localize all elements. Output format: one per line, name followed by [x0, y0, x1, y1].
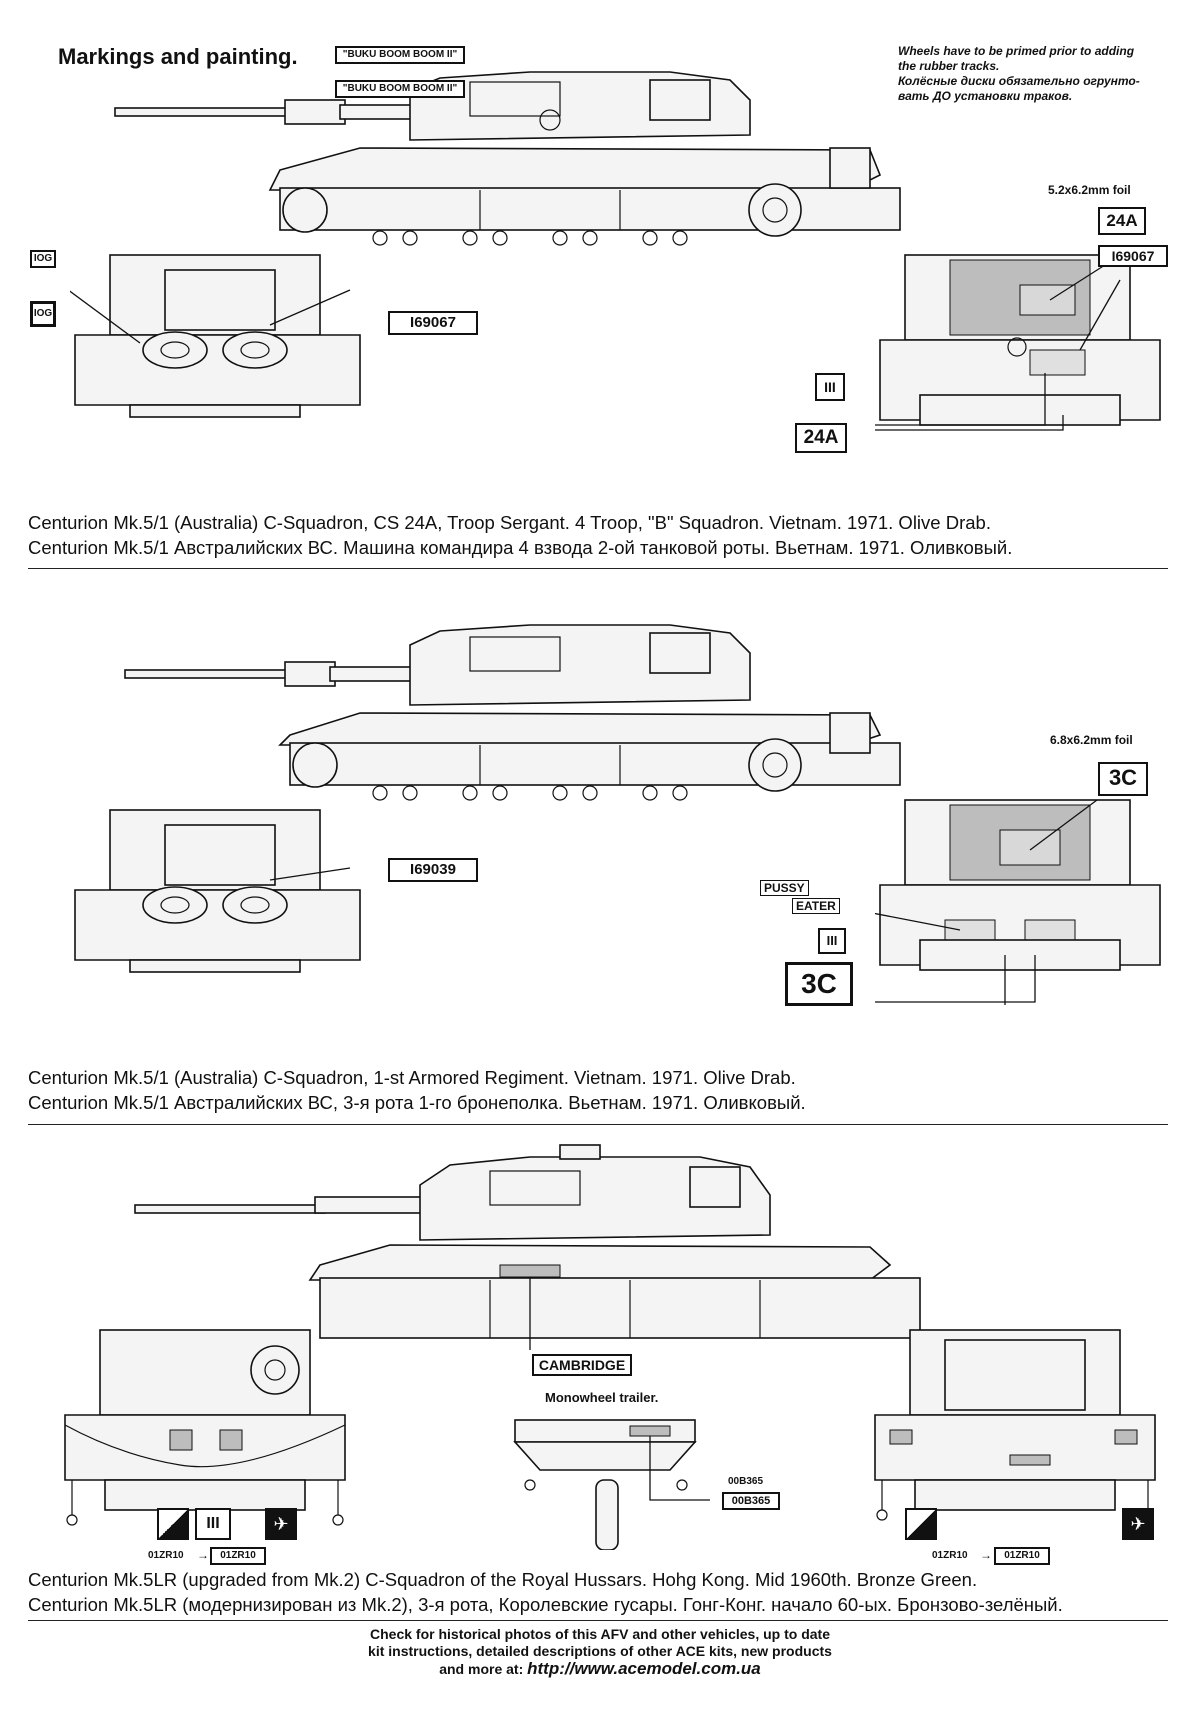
section2-rear-view-tank: [875, 799, 1161, 1005]
monowheel-trailer: [513, 1419, 710, 1550]
reg-plate-small: 01ZR10: [932, 1550, 968, 1561]
squadron-sign-icon: [905, 1508, 937, 1540]
section-divider: [28, 568, 1168, 569]
footer-line: kit instructions, detailed descriptions …: [368, 1643, 832, 1659]
formation-sign-icon: ✈: [265, 1508, 297, 1540]
formation-sign-icon: ✈: [1122, 1508, 1154, 1540]
section3-side-view-tank: [134, 1144, 921, 1350]
trailer-plate-small: 00B365: [728, 1476, 764, 1487]
section3-caption-en: Centurion Mk.5LR (upgraded from Mk.2) C-…: [28, 1569, 978, 1590]
serial-decal-rear: I69067: [1098, 245, 1168, 267]
section3-front-view-tank: [64, 1329, 346, 1526]
section3-rear-view-tank: [874, 1329, 1156, 1521]
wheels-note: Wheels have to be primed prior to adding…: [898, 44, 1140, 104]
reg-plate-decal: 01ZR10: [994, 1547, 1050, 1565]
eater-decal: EATER: [792, 898, 840, 914]
note-line: Колёсные диски обязательно огрунто-: [898, 74, 1140, 88]
section2-caption-ru: Centurion Mk.5/1 Австралийских ВС, 3-я р…: [28, 1092, 806, 1113]
trailer-label: Monowheel trailer.: [545, 1390, 659, 1405]
section1-caption-en: Centurion Mk.5/1 (Australia) C-Squadron,…: [28, 512, 991, 533]
number-decal-small: IOG: [30, 250, 56, 268]
number-decal-framed: IOG: [30, 301, 56, 327]
callsign-decal-rear: 24A: [795, 423, 847, 453]
section-divider: [28, 1124, 1168, 1125]
arrow-icon: →: [197, 1548, 209, 1562]
website-link[interactable]: http://www.acemodel.com.ua: [527, 1659, 761, 1678]
squadron-sign-icon: [157, 1508, 189, 1540]
section1-front-view-tank: [70, 254, 361, 418]
reg-plate-decal: 01ZR10: [210, 1547, 266, 1565]
pussy-decal: PUSSY: [760, 880, 809, 896]
section-divider: [28, 1620, 1168, 1621]
troop-decal: III: [815, 373, 845, 401]
section1-side-view-tank: [114, 71, 901, 246]
section1-rear-view-tank: [875, 254, 1161, 431]
reg-plate-small: 01ZR10: [148, 1550, 184, 1561]
name-decal-top: "BUKU BOOM BOOM II": [335, 46, 465, 64]
troop-decal: III: [195, 1508, 231, 1540]
callsign-decal-rear: 3C: [785, 962, 853, 1006]
section2-side-view-tank: [124, 624, 901, 801]
name-decal-side: "BUKU BOOM BOOM II": [335, 80, 465, 98]
callsign-decal-top: 24A: [1098, 207, 1146, 235]
footer: Check for historical photos of this AFV …: [0, 1626, 1200, 1678]
section3-caption-ru: Centurion Mk.5LR (модернизирован из Mk.2…: [28, 1594, 1063, 1615]
note-line: вать ДО установки траков.: [898, 89, 1073, 103]
section2-caption-en: Centurion Mk.5/1 (Australia) C-Squadron,…: [28, 1067, 796, 1088]
section1-caption-ru: Centurion Mk.5/1 Австралийских ВС. Машин…: [28, 537, 1013, 558]
troop-decal: III: [818, 928, 846, 954]
serial-decal: I69039: [388, 858, 478, 882]
cambridge-decal: CAMBRIDGE: [532, 1354, 632, 1376]
note-line: Wheels have to be primed prior to adding: [898, 44, 1135, 58]
note-line: the rubber tracks.: [898, 59, 1000, 73]
foil-label: 5.2x6.2mm foil: [1048, 183, 1131, 197]
trailer-plate-decal: 00B365: [722, 1492, 780, 1510]
page-title: Markings and painting.: [58, 44, 298, 69]
serial-decal: I69067: [388, 311, 478, 335]
footer-line: and more at: http://www.acemodel.com.ua: [0, 1660, 1200, 1678]
footer-line: Check for historical photos of this AFV …: [370, 1626, 830, 1642]
section2-front-view-tank: [74, 809, 361, 973]
arrow-icon: →: [980, 1548, 992, 1562]
foil-label: 6.8x6.2mm foil: [1050, 733, 1133, 747]
callsign-decal-top: 3C: [1098, 762, 1148, 796]
footer-prefix: and more at:: [439, 1661, 528, 1677]
